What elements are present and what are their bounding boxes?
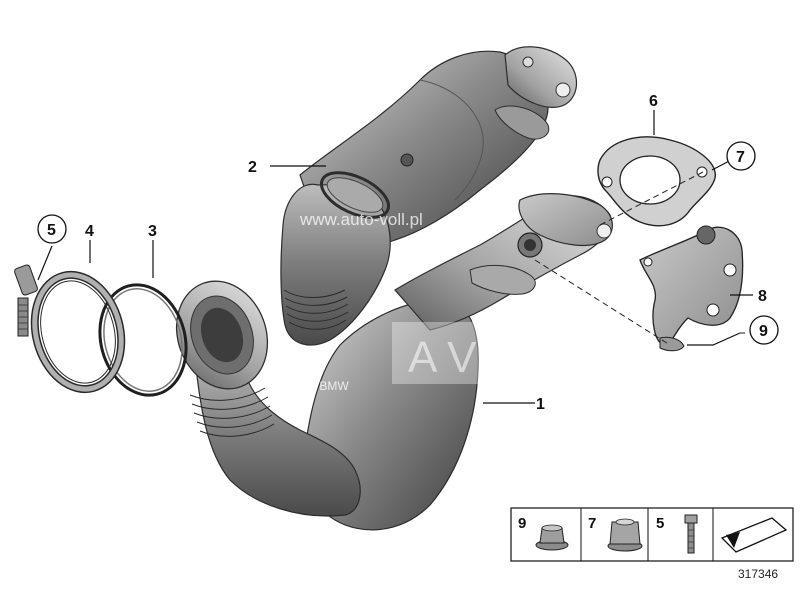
callout-5-label: 5: [47, 222, 56, 239]
callout-1-label: 1: [536, 396, 545, 413]
callout-8-label: 8: [758, 288, 767, 305]
diagram-id: 317346: [738, 567, 778, 581]
watermark-caption: Części BMW: [280, 379, 349, 393]
support-bracket: [639, 225, 744, 352]
legend-flanged-nut-number: 9: [518, 515, 526, 532]
legend-hex-nut-number: 7: [588, 515, 596, 532]
watermark-caption-text: Części BMW: [280, 379, 349, 393]
clamp-bolt: [14, 264, 38, 337]
watermark-site-text: www.auto-voll.pl: [299, 210, 423, 229]
sealing-ring: [98, 283, 188, 397]
callout-2-label: 2: [248, 159, 257, 176]
watermark-logo-text: A V: [408, 333, 477, 382]
v-band-clamp: [30, 270, 126, 394]
callout-6-label: 6: [649, 93, 658, 110]
legend-item-arrow: [720, 517, 788, 553]
callout-3: 3: [148, 223, 157, 240]
watermark-site: www.auto-voll.pl: [299, 210, 423, 229]
callout-2: 2: [248, 159, 257, 176]
callout-4: 4: [85, 223, 94, 240]
upper-catalytic-converter: [280, 46, 578, 346]
assembly-lines: [534, 171, 745, 346]
watermark-logo: A V: [392, 322, 522, 384]
callout-1: 1: [536, 396, 545, 413]
legend-item-flanged-nut: 9: [518, 515, 569, 551]
callout-6: 6: [649, 93, 658, 110]
legend-bolt-number: 5: [656, 515, 664, 532]
hardware-legend: 9 7 5: [510, 507, 794, 562]
callout-4-label: 4: [85, 223, 94, 240]
callout-9-label: 9: [759, 323, 768, 340]
leader-lines: [37, 110, 753, 404]
callout-7-label: 7: [736, 149, 745, 166]
legend-item-hex-nut: 7: [588, 515, 643, 552]
legend-item-bolt: 5: [656, 514, 698, 554]
callout-9: 9: [749, 315, 779, 345]
callout-5: 5: [37, 214, 67, 244]
callout-7: 7: [726, 141, 756, 171]
lower-catalytic-converter: [175, 193, 613, 531]
callout-8: 8: [758, 288, 767, 305]
callout-3-label: 3: [148, 223, 157, 240]
flange-gasket: [597, 136, 716, 227]
